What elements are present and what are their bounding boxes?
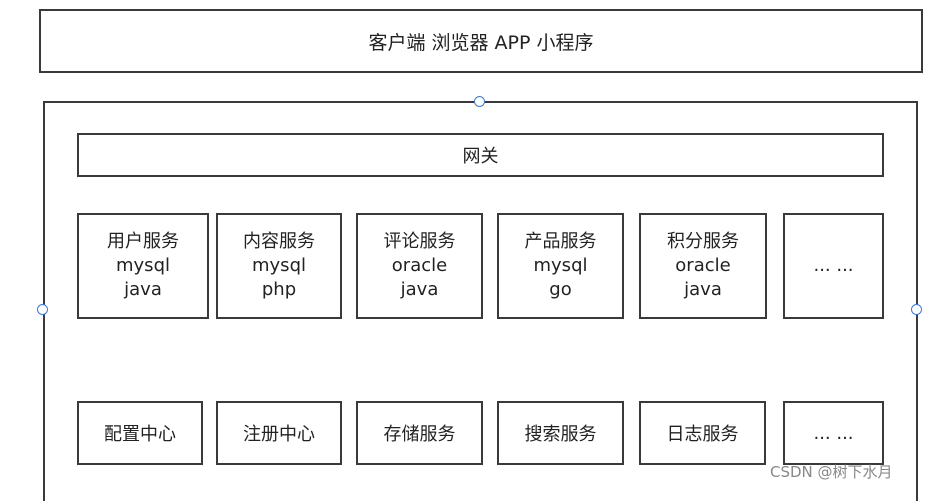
service-lang: go bbox=[549, 279, 572, 300]
gateway-box: 网关 bbox=[77, 133, 884, 177]
service-box-user: 用户服务 mysql java bbox=[77, 213, 209, 319]
service-lang: java bbox=[684, 279, 722, 300]
infra-label: ... ... bbox=[813, 422, 854, 444]
gateway-label: 网关 bbox=[462, 146, 499, 167]
service-lang: java bbox=[400, 279, 439, 300]
service-box-points: 积分服务 oracle java bbox=[639, 213, 767, 319]
service-lang: java bbox=[124, 279, 162, 300]
selection-handle-left[interactable] bbox=[37, 304, 48, 315]
service-name: 产品服务 bbox=[524, 231, 597, 252]
service-db: mysql bbox=[116, 255, 170, 276]
service-db: mysql bbox=[533, 255, 588, 276]
infra-label: 存储服务 bbox=[383, 424, 456, 445]
service-box-content: 内容服务 mysql php bbox=[216, 213, 342, 319]
service-name: ... ... bbox=[813, 255, 854, 276]
infra-label: 搜索服务 bbox=[524, 424, 597, 445]
service-name: 内容服务 bbox=[243, 231, 315, 252]
service-lang: php bbox=[261, 279, 297, 300]
service-name: 评论服务 bbox=[383, 231, 456, 252]
infra-label: 配置中心 bbox=[104, 424, 176, 445]
client-layer-box: 客户端 浏览器 APP 小程序 bbox=[39, 9, 923, 73]
infra-box-registry-center: 注册中心 bbox=[216, 401, 342, 465]
service-db: oracle bbox=[675, 255, 731, 276]
infra-label: 注册中心 bbox=[243, 424, 315, 445]
infra-box-config-center: 配置中心 bbox=[77, 401, 203, 465]
client-layer-label: 客户端 浏览器 APP 小程序 bbox=[368, 31, 594, 54]
service-name: 积分服务 bbox=[667, 231, 739, 252]
service-name: 用户服务 bbox=[107, 231, 179, 252]
infra-box-search-service: 搜索服务 bbox=[497, 401, 624, 465]
watermark: CSDN @树下水月 bbox=[770, 463, 893, 481]
service-box-product: 产品服务 mysql go bbox=[497, 213, 624, 319]
service-db: oracle bbox=[391, 255, 448, 276]
selection-handle-right[interactable] bbox=[911, 304, 922, 315]
selection-handle-top[interactable] bbox=[474, 96, 485, 107]
infra-box-log-service: 日志服务 bbox=[639, 401, 766, 465]
infra-box-more: ... ... bbox=[783, 401, 884, 465]
service-db: mysql bbox=[252, 255, 306, 276]
infra-label: 日志服务 bbox=[666, 424, 739, 445]
service-box-comment: 评论服务 oracle java bbox=[356, 213, 483, 319]
service-box-more: ... ... bbox=[783, 213, 884, 319]
infra-box-storage-service: 存储服务 bbox=[356, 401, 483, 465]
